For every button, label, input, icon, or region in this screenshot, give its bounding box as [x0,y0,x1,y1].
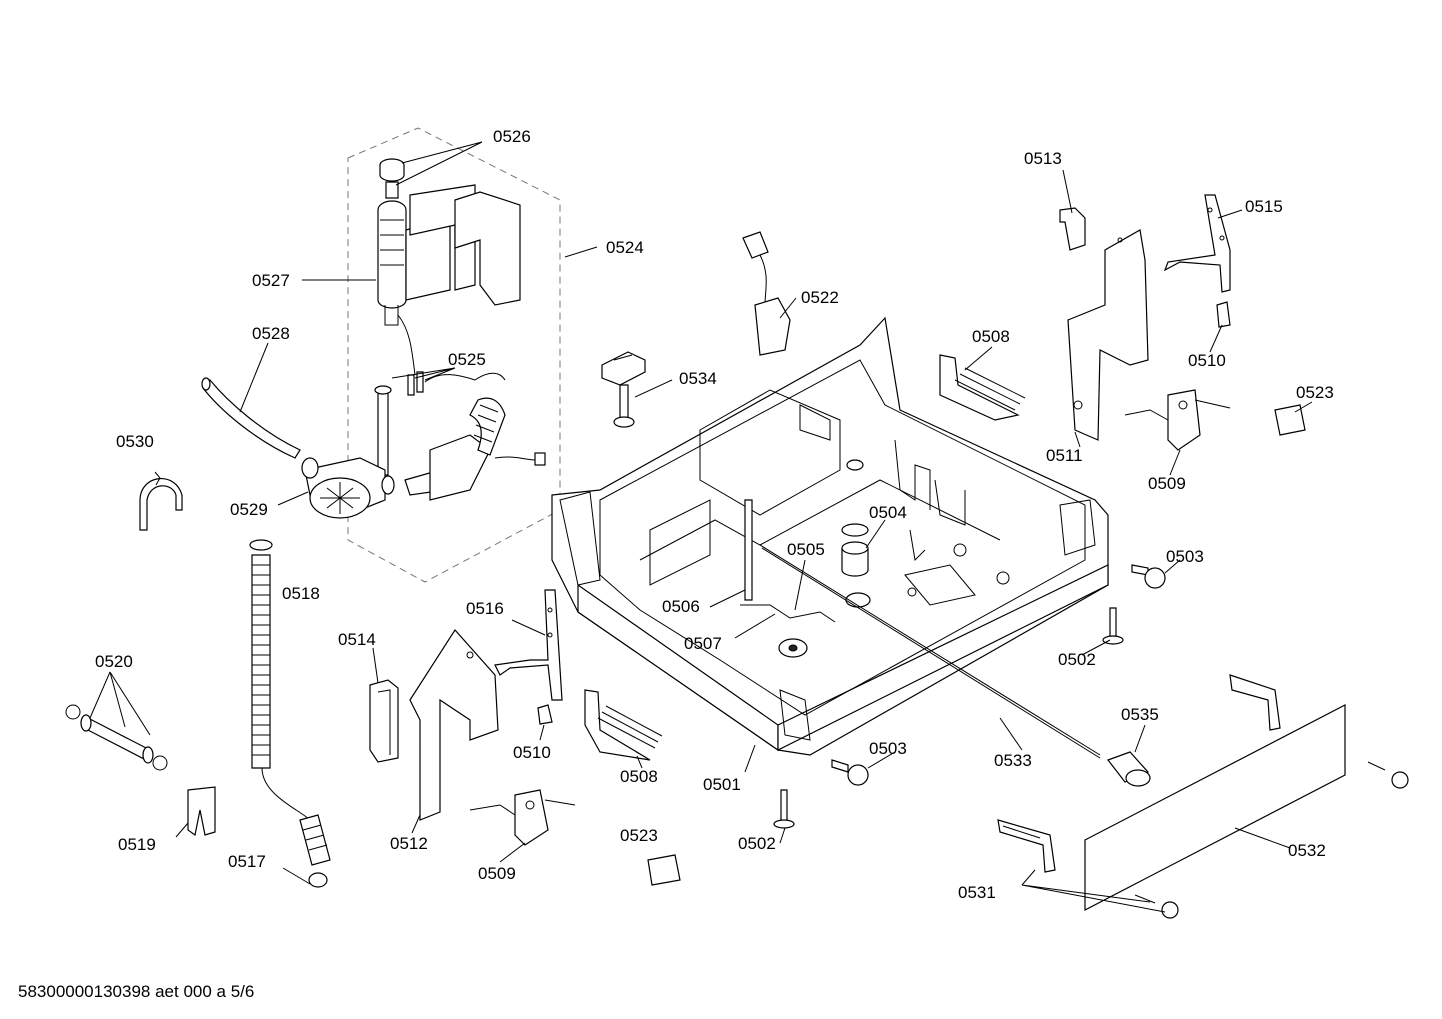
label-0523-b: 0523 [1296,383,1334,402]
leader-lines [89,141,1313,913]
label-0522: 0522 [801,288,839,307]
part-0535-plug [1107,751,1151,787]
base-tub-0501 [551,316,1109,759]
part-0511-bracket [1067,229,1149,441]
label-0506: 0506 [662,597,700,616]
label-0534: 0534 [679,369,717,388]
part-0526-cap [379,158,405,199]
label-0518: 0518 [282,584,320,603]
label-0520: 0520 [95,652,133,671]
part-0527-valve-body [377,184,521,376]
label-0502-a: 0502 [1058,650,1096,669]
label-0508-b: 0508 [972,327,1010,346]
part-0503-screw-a [1131,564,1166,589]
label-0526: 0526 [493,127,531,146]
part-0503-screw-b [831,759,869,786]
label-0503-a: 0503 [1166,547,1204,566]
label-0514: 0514 [338,630,376,649]
part-0516-bracket [494,589,563,701]
part-0510-clip-a [537,704,553,725]
label-0502-b: 0502 [738,834,776,853]
part-0502-screw-a [1102,607,1124,645]
part-0513-bracket [1059,207,1086,251]
label-0519: 0519 [118,835,156,854]
part-0508-spring-b [939,354,1026,421]
label-0510-b: 0510 [1188,351,1226,370]
label-0527: 0527 [252,271,290,290]
part-labels: 0526 0524 0527 0528 0525 0530 0529 0518 … [95,127,1334,902]
drawing-code: 58300000130398 aet 000 a 5/6 [18,982,254,1001]
label-0517: 0517 [228,852,266,871]
label-0510-a: 0510 [513,743,551,762]
part-0530-clip [139,471,183,531]
part-0518-corrugated-hose [249,539,311,821]
part-0523-cap-a [647,854,681,886]
label-0532: 0532 [1288,841,1326,860]
label-0523-a: 0523 [620,826,658,845]
label-0531: 0531 [958,883,996,902]
label-0507: 0507 [684,634,722,653]
part-0523-cap-b [1274,404,1306,436]
part-0515-bracket [1163,194,1231,293]
part-0508-spring-a [584,689,663,761]
label-0525: 0525 [448,350,486,369]
label-0503-b: 0503 [869,739,907,758]
label-0505: 0505 [787,540,825,559]
part-0528-hose [201,377,301,459]
part-0529-pump [301,397,546,519]
label-0533: 0533 [994,751,1032,770]
label-0513: 0513 [1024,149,1062,168]
part-0502-screw-b [773,789,795,829]
label-0511: 0511 [1046,446,1083,465]
label-0504: 0504 [869,503,907,522]
label-0528: 0528 [252,324,290,343]
part-0531-brackets [997,674,1409,919]
label-0524: 0524 [606,238,644,257]
label-0529: 0529 [230,500,268,519]
label-0508-a: 0508 [620,767,658,786]
part-0509-actuator-a [469,789,576,846]
part-0509-actuator-b [1124,389,1231,451]
part-0517-hose-end [299,814,331,888]
part-0534-block-screw [601,351,646,428]
label-0530: 0530 [116,432,154,451]
label-0516: 0516 [466,599,504,618]
label-0515: 0515 [1245,197,1283,216]
part-0519-bracket [187,786,216,837]
label-0509-b: 0509 [1148,474,1186,493]
part-0514-cover [369,679,399,763]
part-0510-clip-b [1216,301,1231,328]
label-0512: 0512 [390,834,428,853]
part-0512-bracket [409,629,499,821]
label-0509-a: 0509 [478,864,516,883]
part-0520-clamp-tube [65,704,168,771]
label-0535: 0535 [1121,705,1159,724]
part-0532-plinth-panel [1084,704,1346,911]
label-0501: 0501 [703,775,741,794]
part-0522-connector [742,231,791,356]
